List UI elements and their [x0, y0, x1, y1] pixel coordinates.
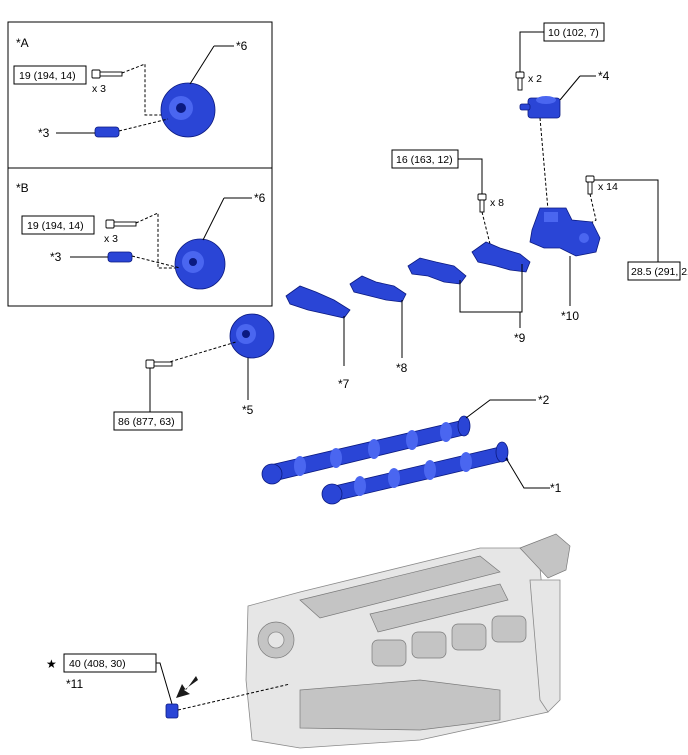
variant-b-sprocket	[174, 238, 226, 290]
part-11-label: *11	[66, 677, 83, 691]
part-8-label: *8	[396, 361, 408, 375]
qty-x8: x 8	[490, 197, 504, 209]
part-1-camshaft: *1	[321, 441, 562, 505]
part-2-label: *2	[538, 393, 550, 407]
bolt-icon	[105, 219, 137, 229]
qty-x2: x 2	[528, 73, 542, 85]
part-5-label: *5	[242, 403, 254, 417]
cylinder-head	[245, 533, 571, 749]
variant-b-title: *B	[16, 181, 29, 195]
part-11-group: ★ 40 (408, 30) *11	[46, 653, 291, 719]
variant-b-torque: 19 (194, 14)	[27, 220, 84, 232]
torque-16: 16 (163, 12)	[396, 154, 453, 166]
part-9-label: *9	[514, 331, 526, 345]
variant-b-pin	[107, 251, 133, 263]
part-11-bolt	[165, 703, 179, 719]
variant-b-label-3: *3	[50, 250, 62, 264]
variant-a-pin	[94, 126, 120, 138]
variant-a-label-3: *3	[38, 126, 50, 140]
oil-control-valve-group: 10 (102, 7) x 2 *4	[515, 22, 610, 211]
part-10-housing: *10	[529, 207, 601, 323]
variant-a-sprocket	[160, 82, 216, 138]
part-2-camshaft: *2	[261, 393, 550, 485]
variant-b-qty: x 3	[104, 233, 118, 245]
torque-10: 10 (102, 7)	[548, 27, 599, 39]
part-7-cap: *7	[285, 285, 351, 391]
torque-box-28	[627, 261, 681, 281]
star-icon: ★	[46, 657, 57, 671]
part-4-valve	[519, 96, 561, 119]
torque-86: 86 (877, 63)	[118, 416, 175, 428]
torque-28-group: x 14 28.5 (291, 21)	[585, 175, 688, 281]
torque-box-86	[113, 411, 183, 431]
part-7-label: *7	[338, 377, 350, 391]
variant-a-label-6: *6	[236, 39, 248, 53]
part-8-cap: *8	[349, 275, 408, 375]
variant-b-torque-box	[21, 215, 95, 235]
variant-a-torque: 19 (194, 14)	[19, 70, 76, 82]
bolt-icon	[515, 71, 525, 91]
variant-b-panel: *B 19 (194, 14) x 3 *6 *3	[7, 167, 273, 307]
torque-16-group: 16 (163, 12) x 8	[391, 149, 504, 245]
part-10-label: *10	[561, 309, 579, 323]
bolt-icon	[585, 175, 595, 195]
torque-40: 40 (408, 30)	[69, 658, 126, 670]
bolt-icon	[91, 69, 123, 79]
variant-a-torque-box	[13, 65, 87, 85]
part-9-caps: *9	[407, 241, 531, 345]
part-4-label: *4	[598, 69, 610, 83]
variant-a-title: *A	[16, 36, 29, 50]
variant-a-panel: *A 19 (194, 14) x 3 *6 *3	[7, 21, 273, 169]
qty-x14: x 14	[598, 181, 618, 193]
variant-a-qty: x 3	[92, 83, 106, 95]
bolt-icon	[477, 193, 487, 213]
part-1-label: *1	[550, 481, 562, 495]
part-5-sprocket: 86 (877, 63) *5	[113, 313, 275, 431]
torque-28: 28.5 (291, 21)	[631, 266, 688, 278]
variant-b-label-6: *6	[254, 191, 266, 205]
arrow-icon	[176, 676, 198, 698]
bolt-icon	[145, 359, 173, 369]
